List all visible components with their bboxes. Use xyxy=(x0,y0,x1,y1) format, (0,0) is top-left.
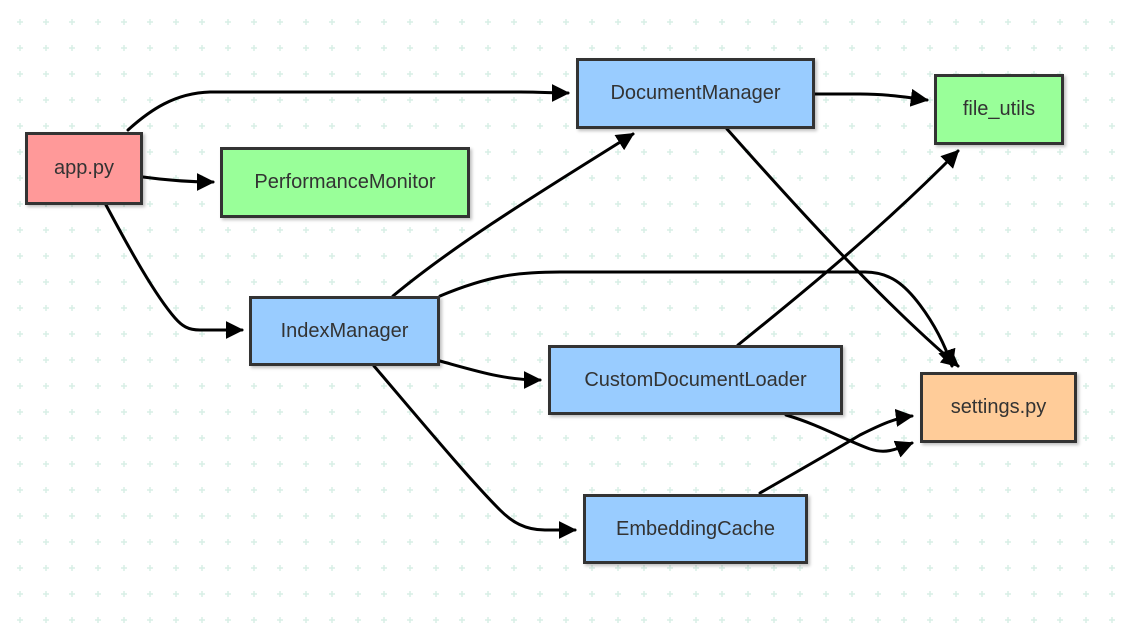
node-settings: settings.py xyxy=(920,372,1077,443)
node-document-manager: DocumentManager xyxy=(576,58,815,129)
edge-index-manager-to-settings xyxy=(438,270,956,368)
node-app: app.py xyxy=(25,132,143,205)
node-file-utils: file_utils xyxy=(934,74,1064,145)
edge-index-manager-to-embedding-cache xyxy=(372,364,577,539)
edge-index-manager-to-document-manager xyxy=(391,132,635,298)
edge-app-to-index-manager xyxy=(104,203,244,339)
edge-document-manager-to-settings xyxy=(725,127,960,368)
node-custom-document-loader: CustomDocumentLoader xyxy=(548,345,843,415)
edge-document-manager-to-file-utils xyxy=(813,88,929,107)
edge-index-manager-to-custom-document-loader xyxy=(438,359,542,389)
edge-embedding-cache-to-settings xyxy=(758,408,914,495)
node-embedding-cache: EmbeddingCache xyxy=(583,494,808,564)
node-index-manager: IndexManager xyxy=(249,296,440,366)
edge-app-to-document-manager xyxy=(126,83,570,132)
edge-custom-document-loader-to-file-utils xyxy=(736,149,960,347)
edge-custom-document-loader-to-settings xyxy=(784,413,914,458)
node-performance-monitor: PerformanceMonitor xyxy=(220,147,470,218)
edge-app-to-performance-monitor xyxy=(141,172,215,191)
